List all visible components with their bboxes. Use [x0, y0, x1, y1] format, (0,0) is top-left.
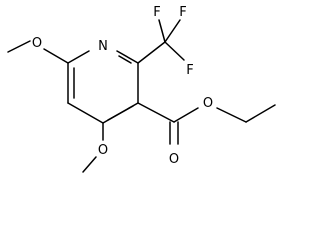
ring-methoxy-oxygen-label: O	[32, 36, 42, 51]
fluorine-top-right-label: F	[179, 5, 186, 20]
ester-oxygen-label: O	[203, 96, 213, 111]
bond-carbonyl-c-o	[173, 107, 199, 123]
bond-c6-o	[43, 48, 69, 64]
bottom-methoxy-oxygen-label: O	[98, 143, 108, 158]
bond-o-ch2	[216, 107, 247, 123]
chemical-structure: N F F F O O O O	[7, 5, 276, 173]
atom-labels: N F F F O O O O	[32, 5, 213, 167]
double-bond-c2-n-inner	[118, 55, 132, 64]
bond-lines	[7, 19, 276, 173]
fluorine-lower-label: F	[186, 63, 193, 78]
bond-c6-n	[67, 50, 90, 64]
bond-n-c2	[116, 50, 139, 64]
carbonyl-oxygen-label: O	[169, 152, 179, 167]
nitrogen-label: N	[98, 39, 108, 54]
bond-cf3-f-lower	[164, 41, 185, 61]
fluorine-top-left-label: F	[153, 5, 160, 20]
bond-ch2-ch3	[245, 104, 276, 123]
bond-o-methyl-left	[7, 40, 31, 53]
double-bond-c3-c4-inner	[107, 105, 134, 121]
bond-c2-cf3	[137, 41, 166, 64]
bond-cf3-f-top-right	[164, 19, 181, 43]
bond-o-methyl-bottom	[82, 156, 97, 173]
bond-c3-carbonyl-c	[137, 102, 175, 123]
bond-c4-c5	[67, 102, 104, 124]
bond-cf3-f-top-left	[158, 19, 166, 43]
